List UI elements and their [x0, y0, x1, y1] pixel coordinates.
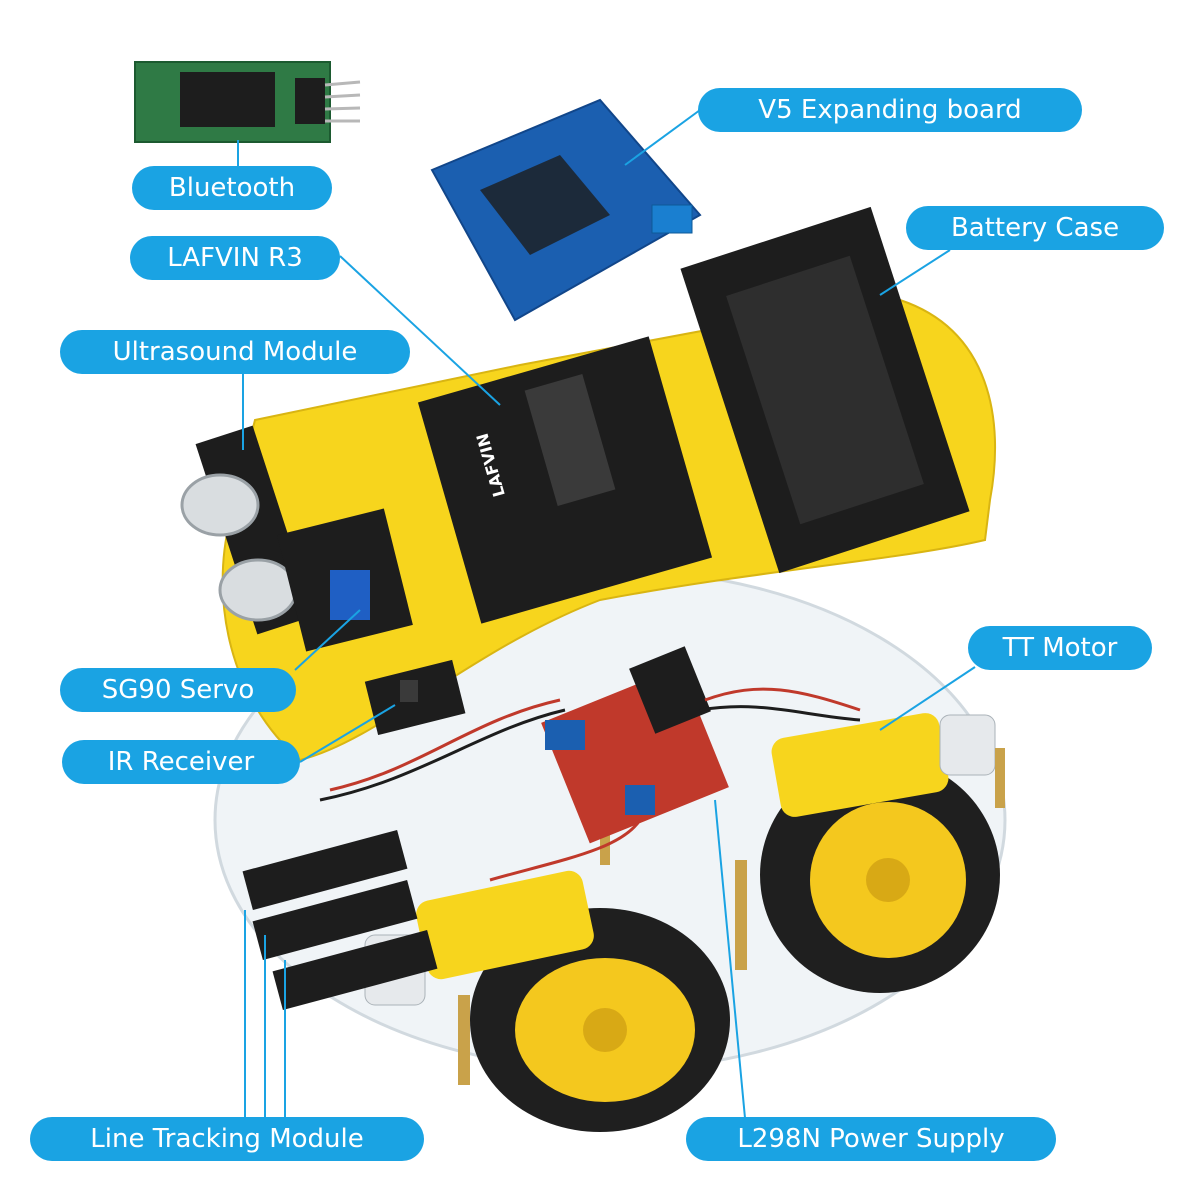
label-bluetooth: Bluetooth — [132, 166, 332, 210]
brass-standoffs — [458, 748, 1005, 1085]
line-tracking-sensors — [242, 829, 438, 1011]
servo-bracket — [277, 508, 413, 652]
leader-lines — [237, 109, 976, 1119]
front-wheel — [470, 908, 730, 1132]
label-lafvin-r3: LAFVIN R3 — [130, 236, 340, 280]
label-v5-expanding-board: V5 Expanding board — [698, 88, 1082, 132]
label-tt-motor: TT Motor — [968, 626, 1152, 670]
ultrasonic-sensor — [180, 425, 315, 635]
ir-receiver-board — [364, 659, 466, 736]
battery-case — [680, 206, 970, 574]
label-battery-case: Battery Case — [906, 206, 1164, 250]
label-l298n-power-supply: L298N Power Supply — [686, 1117, 1056, 1161]
lafvin-r3-board: LAFVIN — [417, 336, 713, 624]
rear-wheel — [760, 757, 1000, 993]
tt-motor-rear — [771, 713, 996, 817]
label-sg90-servo: SG90 Servo — [60, 668, 296, 712]
label-ultrasound-module: Ultrasound Module — [60, 330, 410, 374]
label-line-tracking-module: Line Tracking Module — [30, 1117, 424, 1161]
label-ir-receiver: IR Receiver — [62, 740, 300, 784]
wires — [319, 687, 861, 882]
l298n-driver-board — [541, 646, 729, 844]
v5-expansion-shield — [430, 98, 702, 322]
bluetooth-module — [134, 61, 361, 143]
